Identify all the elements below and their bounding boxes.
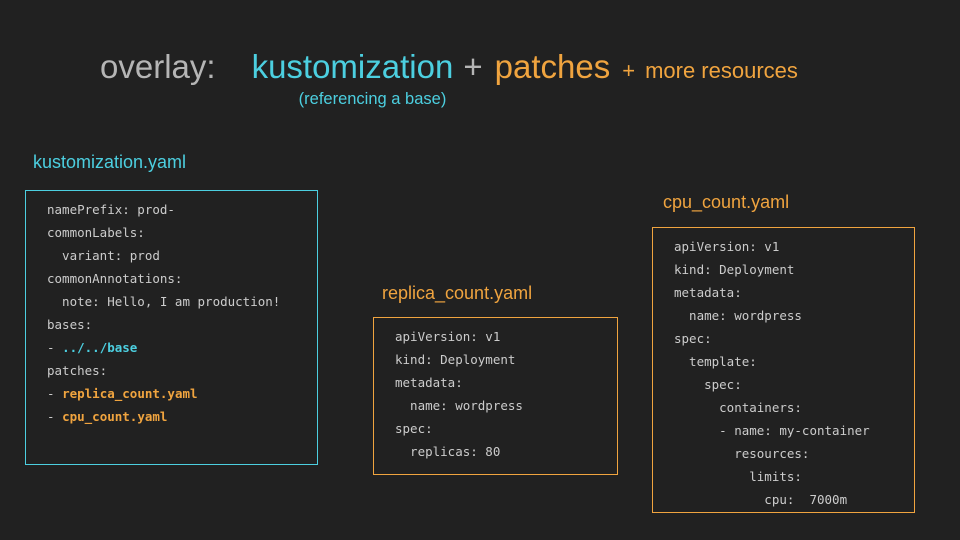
code-line: kind: Deployment <box>674 258 914 281</box>
code-line: variant: prod <box>47 244 317 267</box>
code-segment: namePrefix: prod- <box>47 202 175 217</box>
code-segment: - <box>47 386 63 401</box>
code-line: apiVersion: v1 <box>674 235 914 258</box>
code-segment: metadata: <box>395 375 463 390</box>
code-line: note: Hello, I am production! <box>47 290 317 313</box>
code-segment: commonAnnotations: <box>47 271 183 286</box>
code-segment: - <box>47 409 63 424</box>
code-line: containers: <box>674 396 914 419</box>
code-line: name: wordpress <box>674 304 914 327</box>
code-line: cpu: 7000m <box>674 488 914 511</box>
code-segment: cpu_count.yaml <box>62 409 168 424</box>
code-segment: kind: Deployment <box>395 352 516 367</box>
code-line: template: <box>674 350 914 373</box>
code-line: patches: <box>47 359 317 382</box>
code-segment: note: Hello, I am production! <box>47 294 281 309</box>
title-plus-small-icon: + <box>622 58 636 83</box>
code-segment: name: wordpress <box>674 308 802 323</box>
code-line: bases: <box>47 313 317 336</box>
code-line: commonLabels: <box>47 221 317 244</box>
panel-label-cpu-count-yaml: cpu_count.yaml <box>663 192 790 212</box>
title-overlay-text: overlay: <box>100 48 216 85</box>
code-segment: containers: <box>674 400 802 415</box>
code-line: metadata: <box>395 371 617 394</box>
code-line: resources: <box>674 442 914 465</box>
code-segment: commonLabels: <box>47 225 145 240</box>
code-segment: spec: <box>395 421 433 436</box>
code-line: replicas: 80 <box>395 440 617 463</box>
title-patches-text: patches <box>494 48 611 85</box>
code-line: commonAnnotations: <box>47 267 317 290</box>
code-segment: replicas: 80 <box>395 444 501 459</box>
code-block-kustomization-yaml: namePrefix: prod-commonLabels: variant: … <box>26 191 317 428</box>
title-subtitle: (referencing a base) <box>298 90 447 108</box>
code-line: - name: my-container <box>674 419 914 442</box>
panel-box-kustomization-yaml: namePrefix: prod-commonLabels: variant: … <box>25 190 318 465</box>
code-line: name: wordpress <box>395 394 617 417</box>
code-segment: variant: prod <box>47 248 160 263</box>
slide-title: overlay: kustomization + patches + more … <box>100 48 798 86</box>
code-line: namePrefix: prod- <box>47 198 317 221</box>
code-line: limits: <box>674 465 914 488</box>
code-segment: bases: <box>47 317 93 332</box>
code-line: - cpu_count.yaml <box>47 405 317 428</box>
code-line: spec: <box>674 373 914 396</box>
title-plus-icon: + <box>463 48 483 85</box>
code-segment: replica_count.yaml <box>62 386 198 401</box>
code-segment: - name: my-container <box>674 423 870 438</box>
title-more-resources-text: more resources <box>645 58 798 83</box>
code-segment: spec: <box>674 377 742 392</box>
code-segment: ../../base <box>62 340 138 355</box>
panel-label-replica-count-yaml: replica_count.yaml <box>382 283 533 303</box>
code-line: - ../../base <box>47 336 317 359</box>
code-segment: patches: <box>47 363 108 378</box>
code-line: - replica_count.yaml <box>47 382 317 405</box>
code-line: metadata: <box>674 281 914 304</box>
code-segment: apiVersion: v1 <box>674 239 780 254</box>
code-line: spec: <box>674 327 914 350</box>
code-segment: metadata: <box>674 285 742 300</box>
code-segment: resources: <box>674 446 810 461</box>
code-segment: - <box>47 340 63 355</box>
code-segment: template: <box>674 354 757 369</box>
title-kustomization-text: kustomization <box>251 48 454 85</box>
code-segment: limits: <box>674 469 802 484</box>
code-segment: cpu: 7000m <box>674 492 848 507</box>
code-segment: kind: Deployment <box>674 262 795 277</box>
code-segment: name: wordpress <box>395 398 523 413</box>
code-line: apiVersion: v1 <box>395 325 617 348</box>
code-line: spec: <box>395 417 617 440</box>
code-segment: spec: <box>674 331 712 346</box>
panel-label-kustomization-yaml: kustomization.yaml <box>33 152 187 172</box>
code-line: kind: Deployment <box>395 348 617 371</box>
code-segment: apiVersion: v1 <box>395 329 501 344</box>
